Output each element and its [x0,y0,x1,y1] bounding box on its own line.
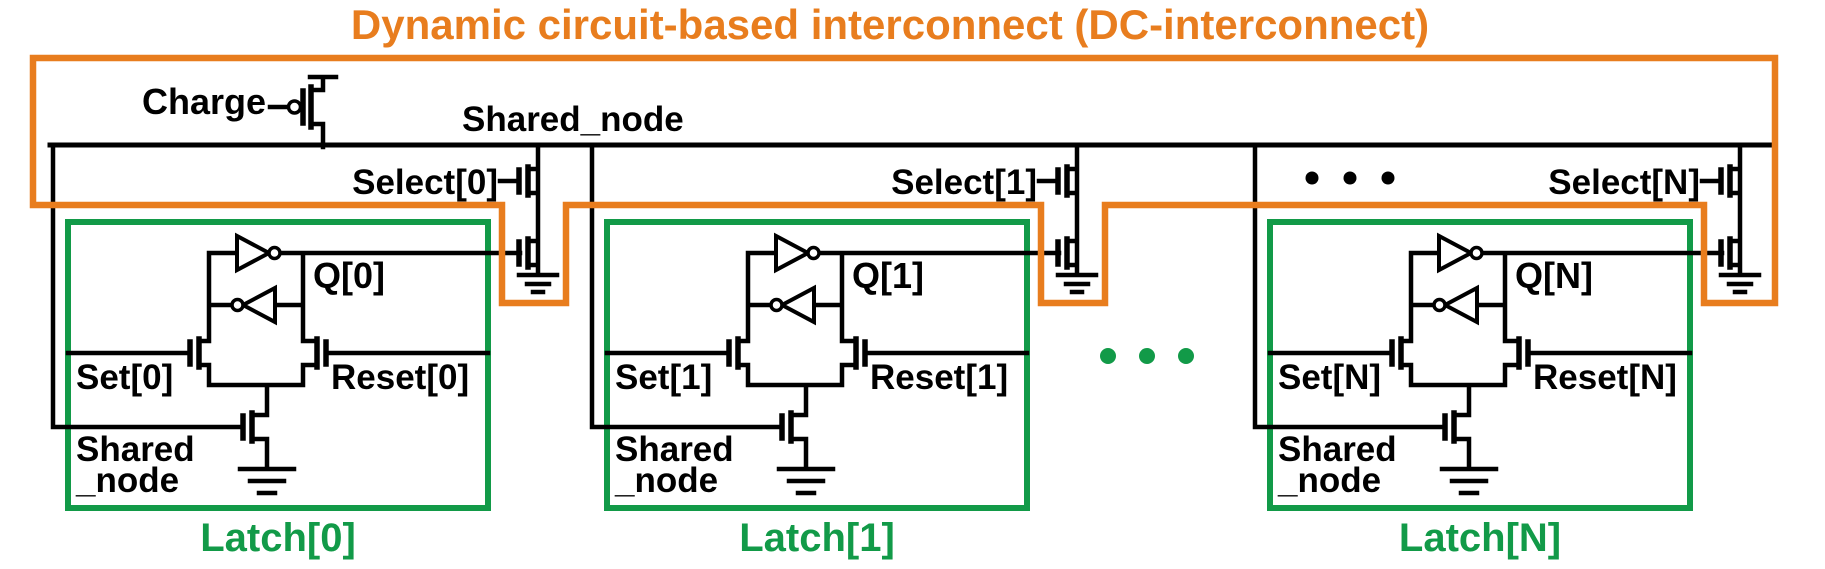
set-label: Set[N] [1278,358,1381,397]
latch-caption: Latch[0] [200,516,356,560]
shared-node-label-line1: Shared [76,430,195,469]
q-label: Q[0] [313,255,385,296]
shared-node-label-line2: _node [1277,461,1381,500]
charge-pmos-icon [267,74,339,150]
shared-node-label-line2: _node [75,461,179,500]
three-dots-icon [1100,348,1194,364]
reset-label: Reset[N] [1533,358,1677,397]
set-label: Set[0] [76,358,173,397]
figure-title: Dynamic circuit-based interconnect (DC-i… [351,1,1429,48]
dc-interconnect-outline [29,54,1779,307]
latch-n-labels: Select[N] Q[N] Set[N] Reset[N] Shared _n… [1277,163,1700,560]
set-label: Set[1] [615,358,712,397]
reset-label: Reset[1] [870,358,1008,397]
select-label: Select[0] [352,163,498,202]
charge-label: Charge [142,81,266,122]
shared-node-label-line2: _node [614,461,718,500]
latch-caption: Latch[N] [1399,516,1561,560]
shared-node-label-line1: Shared [615,430,734,469]
latch-1-labels: Select[1] Q[1] Set[1] Reset[1] Shared _n… [614,163,1037,560]
three-dots-icon [1305,171,1395,185]
shared-node-label-line1: Shared [1278,430,1397,469]
latch-caption: Latch[1] [739,516,895,560]
reset-label: Reset[0] [331,358,469,397]
q-label: Q[N] [1515,255,1593,296]
select-label: Select[N] [1548,163,1700,202]
latch-0-labels: Select[0] Q[0] Set[0] Reset[0] Shared _n… [75,163,498,560]
shared-node-bus-label: Shared_node [462,100,684,139]
q-label: Q[1] [852,255,924,296]
select-label: Select[1] [891,163,1037,202]
